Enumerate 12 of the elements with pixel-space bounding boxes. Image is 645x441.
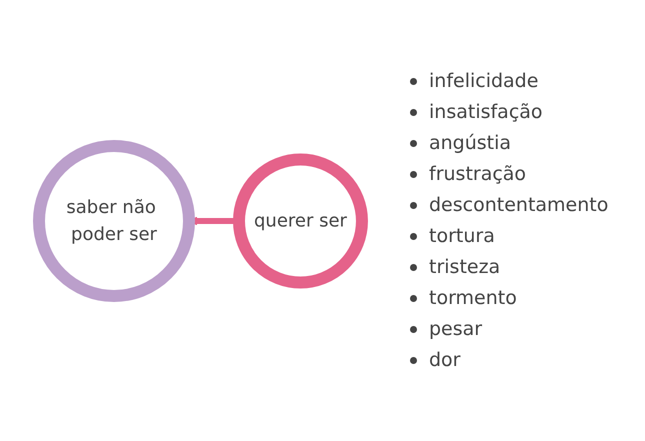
- list-item: descontentamento: [429, 192, 608, 218]
- node-circle: querer ser: [232, 153, 368, 288]
- node-circle: saber não poder ser: [32, 140, 195, 302]
- list-item: tormento: [429, 286, 517, 310]
- list-item: tortura: [429, 224, 495, 248]
- list-item: dor: [429, 348, 460, 372]
- list-item: pesar: [429, 316, 482, 342]
- list-item: angústia: [429, 130, 512, 156]
- list-item: frustração: [429, 162, 526, 186]
- list-item: insatisfação: [429, 100, 543, 124]
- list-item: tristeza: [429, 254, 500, 280]
- list-item: infelicidade: [429, 68, 538, 94]
